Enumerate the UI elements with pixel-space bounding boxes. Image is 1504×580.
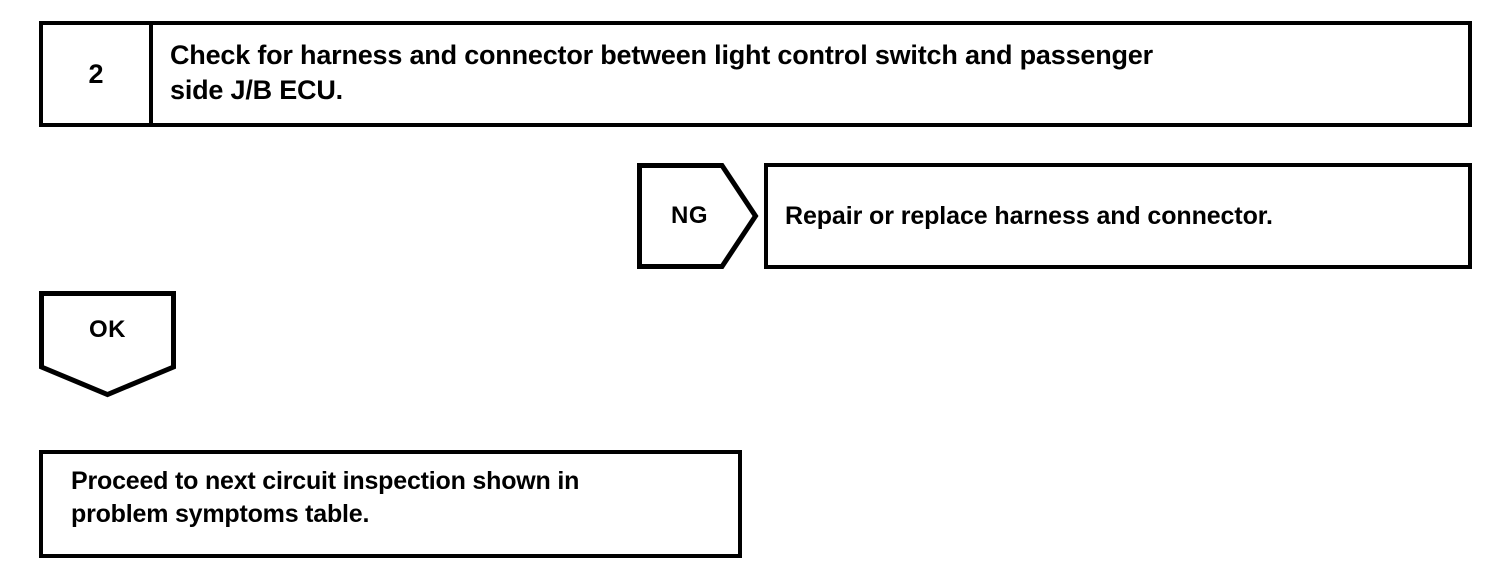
ng-result-box: Repair or replace harness and connector. (764, 163, 1472, 269)
step-instruction-cell: Check for harness and connector between … (153, 25, 1468, 123)
ok-branch-marker: OK (39, 291, 176, 398)
step-number-cell: 2 (43, 25, 153, 123)
ok-result-text: Proceed to next circuit inspection shown… (71, 467, 580, 528)
ng-branch-label: NG (671, 202, 708, 229)
ng-pentagon-icon (637, 163, 759, 269)
step-box: 2 Check for harness and connector betwee… (39, 21, 1472, 127)
step-instruction-text: Check for harness and connector between … (170, 40, 1153, 105)
ok-pentagon-icon (39, 291, 176, 398)
ok-result-box: Proceed to next circuit inspection shown… (39, 450, 742, 558)
ok-branch-label: OK (89, 316, 126, 343)
ng-result-text: Repair or replace harness and connector. (785, 201, 1273, 230)
step-number: 2 (88, 58, 104, 89)
ng-branch-marker: NG (637, 163, 759, 269)
